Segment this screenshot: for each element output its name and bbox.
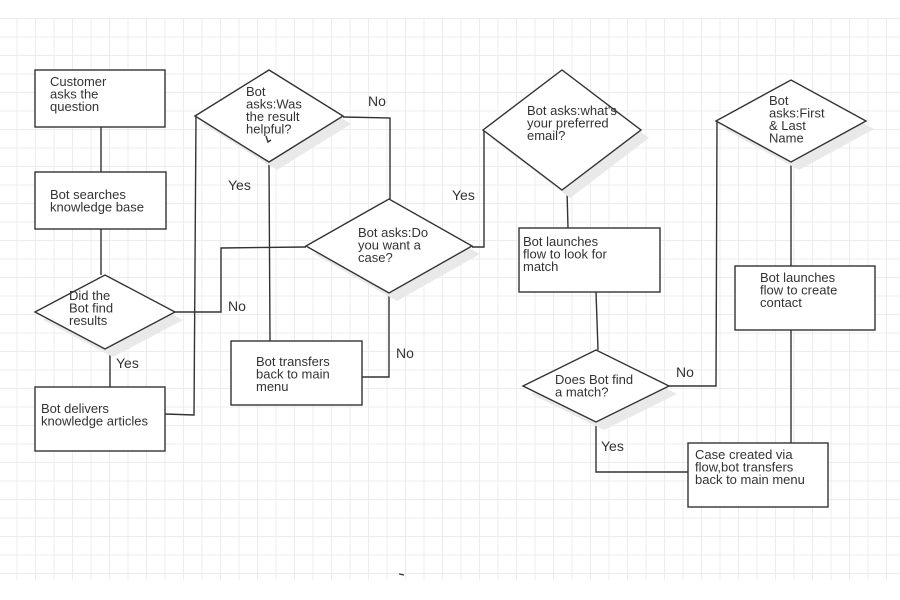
connector-n4-n5[interactable]: [164, 115, 197, 416]
node-label-line: Bot searches: [50, 187, 126, 202]
node-label-line: back to main menu: [695, 472, 805, 487]
process-box[interactable]: [34, 69, 166, 128]
connector-n6-n7[interactable]: [362, 293, 390, 378]
node-label-line: Customer: [50, 74, 107, 89]
edge-label-n5-no: No: [368, 93, 386, 109]
decision-diamond[interactable]: [521, 349, 671, 423]
node-label-line: Bot launches: [760, 270, 836, 285]
node-label-line: contact: [760, 295, 802, 310]
connector-n9-n10[interactable]: [595, 291, 599, 351]
process-box[interactable]: [230, 340, 363, 406]
connector-n5-n6[interactable]: [342, 116, 391, 199]
node-label-line: Name: [769, 131, 804, 146]
node-label-line: you want a: [358, 238, 422, 253]
stray-mark: [398, 573, 405, 576]
process-box[interactable]: [34, 386, 166, 452]
node-label-line: results: [69, 313, 108, 328]
edge-label-n5-yes: Yes: [228, 177, 251, 193]
decision-diamond[interactable]: [714, 79, 868, 163]
connector-n5-n7[interactable]: [268, 161, 271, 342]
decision-diamond[interactable]: [481, 69, 643, 191]
decision-diamond[interactable]: [33, 274, 177, 350]
node-label-line: Did the: [69, 288, 110, 303]
connector-n10-n13[interactable]: [595, 422, 688, 473]
connector-n6-n8[interactable]: [472, 130, 485, 248]
decision-diamond[interactable]: [304, 198, 474, 294]
connector-n8-n9[interactable]: [566, 189, 569, 229]
edge-label-n3-no: No: [228, 298, 246, 314]
process-box[interactable]: [687, 442, 829, 508]
process-box[interactable]: [34, 171, 167, 230]
node-label-line: Bot asks:Do: [358, 225, 428, 240]
node-label-line: case?: [358, 250, 393, 265]
node-label-line: Bot transfers: [256, 354, 330, 369]
node-label-line: Bot: [246, 84, 266, 99]
node-label-line: knowledge base: [50, 200, 144, 215]
edge-label-n10-yes: Yes: [601, 438, 624, 454]
node-label-line: your preferred: [527, 116, 609, 131]
edge-label-n6-yes: Yes: [452, 187, 475, 203]
connector-n10-n11[interactable]: [669, 120, 718, 387]
edge-label-n10-no: No: [676, 364, 694, 380]
node-label-line: question: [50, 99, 99, 114]
node-label-line: & Last: [769, 118, 806, 133]
node-label-line: menu: [256, 379, 289, 394]
node-label-line: Does Bot find: [555, 372, 633, 387]
node-label-line: flow,bot transfers: [695, 460, 794, 475]
node-label-line: flow to create: [760, 283, 837, 298]
node-label-line: knowledge articles: [41, 414, 148, 429]
node-label-line: Bot find: [69, 301, 113, 316]
process-box[interactable]: [734, 265, 876, 331]
node-label-line: Case created via: [695, 447, 793, 462]
node-label-line: Bot asks:what's: [527, 103, 617, 118]
node-label-line: back to main: [256, 367, 330, 382]
node-label-line: asks:Was: [246, 97, 302, 112]
node-label-line: asks the: [50, 87, 98, 102]
node-label-line: flow to look for: [523, 247, 607, 262]
edge-label-n6-no: No: [396, 345, 414, 361]
node-label-line: match: [523, 259, 558, 274]
node-label-line: Bot delivers: [41, 401, 109, 416]
node-label-line: a match?: [555, 385, 608, 400]
node-label-line: email?: [527, 128, 565, 143]
edge-label-n3-yes: Yes: [116, 355, 139, 371]
node-label-line: Bot: [769, 93, 789, 108]
node-label-line: helpful?: [246, 122, 292, 137]
mouse-cursor-icon: [265, 135, 272, 144]
process-box[interactable]: [518, 227, 661, 293]
node-label-line: Bot launches: [523, 234, 599, 249]
connector-n3-n6[interactable]: [175, 246, 307, 313]
node-label-line: the result: [246, 109, 300, 124]
node-label-line: asks:First: [769, 106, 825, 121]
decision-diamond[interactable]: [193, 69, 345, 163]
